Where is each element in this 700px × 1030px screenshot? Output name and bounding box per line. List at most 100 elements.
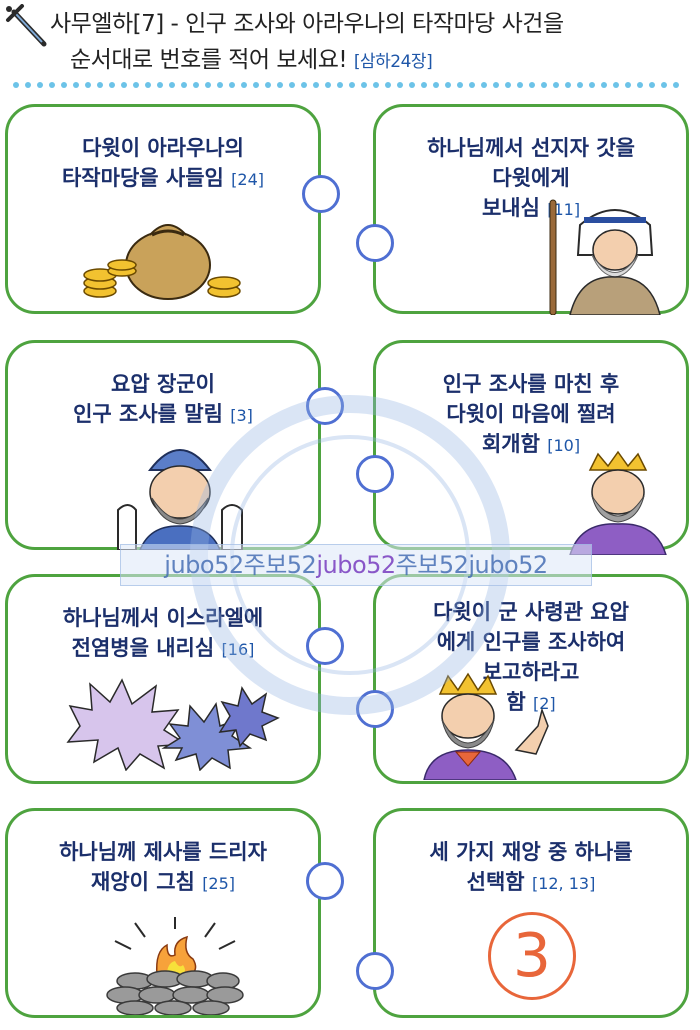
altar-fire-icon (106, 917, 244, 1015)
divider-dot (109, 82, 115, 88)
divider-dot (25, 82, 31, 88)
divider-dot (229, 82, 235, 88)
divider-dot (277, 82, 283, 88)
divider-dot (625, 82, 631, 88)
event-card-text: 세 가지 재앙 중 하나를 선택함 [12, 13] (386, 837, 676, 899)
dotted-divider (13, 82, 679, 88)
divider-dot (433, 82, 439, 88)
connector-ring (356, 952, 394, 990)
divider-dot (61, 82, 67, 88)
divider-dot (265, 82, 271, 88)
connector-ring (356, 690, 394, 728)
divider-dot (133, 82, 139, 88)
divider-dot (325, 82, 331, 88)
event-reference: [12, 13] (531, 874, 596, 893)
divider-dot (505, 82, 511, 88)
divider-dot (121, 82, 127, 88)
watermark-part: 주보52jubo52 (395, 551, 549, 579)
divider-dot (13, 82, 19, 88)
divider-dot (481, 82, 487, 88)
divider-dot (97, 82, 103, 88)
event-card-6: 다윗이 군 사령관 요압 에게 인구를 조사하여 보고하라고 함 [2] (373, 574, 689, 784)
divider-dot (313, 82, 319, 88)
divider-dot (589, 82, 595, 88)
connector-ring (306, 387, 344, 425)
divider-dot (49, 82, 55, 88)
divider-dot (457, 82, 463, 88)
event-reference: [3] (230, 406, 253, 425)
divider-dot (673, 82, 679, 88)
divider-dot (385, 82, 391, 88)
event-card-5: 하나님께서 이스라엘에 전염병을 내리심 [16] (5, 574, 321, 784)
event-text: 하나님께서 선지자 갓을 다윗에게 보내심 (427, 136, 635, 220)
title-text: 순서대로 번호를 적어 보세요! (70, 47, 348, 73)
connector-ring (306, 627, 344, 665)
plague-cloud-icon (66, 678, 280, 771)
divider-dot (337, 82, 343, 88)
watermark-text: jubo52주보52jubo52주보52jubo52 (120, 544, 592, 586)
divider-dot (169, 82, 175, 88)
connector-ring (356, 224, 394, 262)
divider-dot (145, 82, 151, 88)
king-david-pointing-icon (423, 672, 549, 780)
divider-dot (637, 82, 643, 88)
connector-ring (302, 175, 340, 213)
divider-dot (85, 82, 91, 88)
divider-dot (469, 82, 475, 88)
event-reference: [24] (231, 170, 265, 189)
divider-dot (577, 82, 583, 88)
page-title-line2: 순서대로 번호를 적어 보세요! [삼하24장] (70, 40, 433, 74)
event-card-text: 하나님께서 선지자 갓을 다윗에게 보내심 [11] (386, 133, 676, 225)
connector-ring (356, 455, 394, 493)
soldier-joab-icon (117, 449, 243, 550)
divider-dot (193, 82, 199, 88)
event-text: 하나님께서 이스라엘에 전염병을 내리심 (62, 606, 264, 660)
event-reference: [25] (202, 874, 236, 893)
divider-dot (217, 82, 223, 88)
answer-number: 3 (512, 921, 552, 991)
divider-dot (421, 82, 427, 88)
event-text: 다윗이 아라우나의 타작마당을 사들임 (61, 136, 244, 190)
event-reference: [2] (532, 694, 556, 713)
title-reference: [삼하24장] (353, 52, 433, 72)
event-card-1: 다윗이 아라우나의 타작마당을 사들임 [24] (5, 104, 321, 314)
divider-dot (493, 82, 499, 88)
divider-dot (301, 82, 307, 88)
event-text: 인구 조사를 마친 후 다윗이 마음에 찔려 회개함 (442, 372, 620, 456)
divider-dot (361, 82, 367, 88)
watermark-part: jubo52 (316, 551, 396, 579)
event-reference: [10] (547, 436, 581, 455)
event-card-text: 다윗이 군 사령관 요압 에게 인구를 조사하여 보고하라고 함 [2] (386, 597, 676, 719)
page-header: 사무엘하[7] - 인구 조사와 아라우나의 타작마당 사건을 순서대로 번호를… (0, 0, 700, 80)
divider-dot (373, 82, 379, 88)
event-text: 요압 장군이 인구 조사를 말림 (73, 372, 223, 426)
event-text: 하나님께 제사를 드리자 재앙이 그침 (59, 840, 267, 894)
divider-dot (397, 82, 403, 88)
event-reference: [16] (221, 640, 255, 659)
divider-dot (613, 82, 619, 88)
event-card-text: 요압 장군이 인구 조사를 말림 [3] (18, 369, 308, 431)
event-text: 세 가지 재앙 중 하나를 선택함 (429, 840, 633, 894)
answer-number-circle: 3 (488, 912, 576, 1000)
divider-dot (601, 82, 607, 88)
money-bag-icon (83, 224, 241, 300)
divider-dot (445, 82, 451, 88)
king-david-repenting-icon (569, 450, 667, 555)
divider-dot (349, 82, 355, 88)
divider-dot (565, 82, 571, 88)
divider-dot (241, 82, 247, 88)
event-card-text: 하나님께서 이스라엘에 전염병을 내리심 [16] (18, 603, 308, 665)
event-card-text: 하나님께 제사를 드리자 재앙이 그침 [25] (18, 837, 308, 899)
divider-dot (541, 82, 547, 88)
divider-dot (205, 82, 211, 88)
event-card-2: 하나님께서 선지자 갓을 다윗에게 보내심 [11] (373, 104, 689, 314)
divider-dot (409, 82, 415, 88)
event-text: 다윗이 군 사령관 요압 에게 인구를 조사하여 보고하라고 함 (433, 600, 629, 714)
prophet-figure-icon (549, 199, 661, 315)
event-card-text: 인구 조사를 마친 후 다윗이 마음에 찔려 회개함 [10] (386, 369, 676, 461)
divider-dot (73, 82, 79, 88)
divider-dot (37, 82, 43, 88)
divider-dot (529, 82, 535, 88)
divider-dot (517, 82, 523, 88)
page-title-line1: 사무엘하[7] - 인구 조사와 아라우나의 타작마당 사건을 (50, 11, 564, 37)
